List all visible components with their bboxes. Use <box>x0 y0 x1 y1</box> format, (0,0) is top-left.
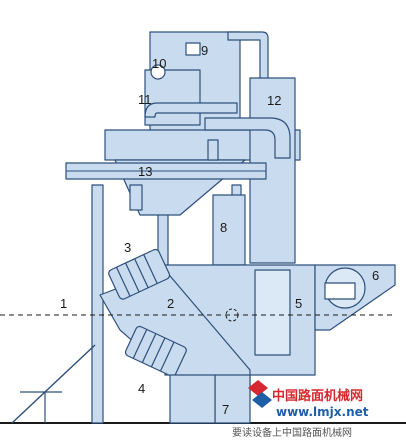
label-11: 11 <box>138 92 152 107</box>
label-10: 10 <box>152 56 166 71</box>
elbow-duct <box>204 117 291 159</box>
hopper-outlet <box>129 184 143 211</box>
label-2: 2 <box>167 296 174 311</box>
stair-rail <box>11 344 96 424</box>
motor-3 <box>108 248 171 300</box>
label-8: 8 <box>220 220 227 235</box>
pulley-10 <box>150 64 166 80</box>
discharge-7 <box>214 374 251 424</box>
duct-11 <box>144 102 238 118</box>
label-4: 4 <box>138 381 145 396</box>
watermark-line2: www.lmjx.net <box>276 405 369 419</box>
label-9: 9 <box>201 43 208 58</box>
box-9-marker <box>185 42 201 56</box>
top-pipe <box>227 31 269 81</box>
label-1: 1 <box>60 296 67 311</box>
column-8 <box>212 194 246 266</box>
lower-base <box>169 374 216 424</box>
label-5: 5 <box>295 296 302 311</box>
label-6: 6 <box>372 268 379 283</box>
support-leg-left <box>91 184 104 424</box>
duct-stub <box>207 139 219 161</box>
label-12: 12 <box>267 93 281 108</box>
label-13: 13 <box>138 164 152 179</box>
watermark-logo: 中国路面机械网 www.lmjx.net 要读设备上中国路面机械网 <box>232 380 369 439</box>
drive-motor-6 <box>324 282 356 300</box>
watermark-caption: 要读设备上中国路面机械网 <box>232 426 352 439</box>
label-3: 3 <box>124 240 131 255</box>
pivot-marker <box>225 308 239 322</box>
watermark-line1: 中国路面机械网 <box>272 388 363 404</box>
motor-4 <box>124 325 187 377</box>
label-7: 7 <box>222 402 229 417</box>
separator-door <box>254 269 291 356</box>
